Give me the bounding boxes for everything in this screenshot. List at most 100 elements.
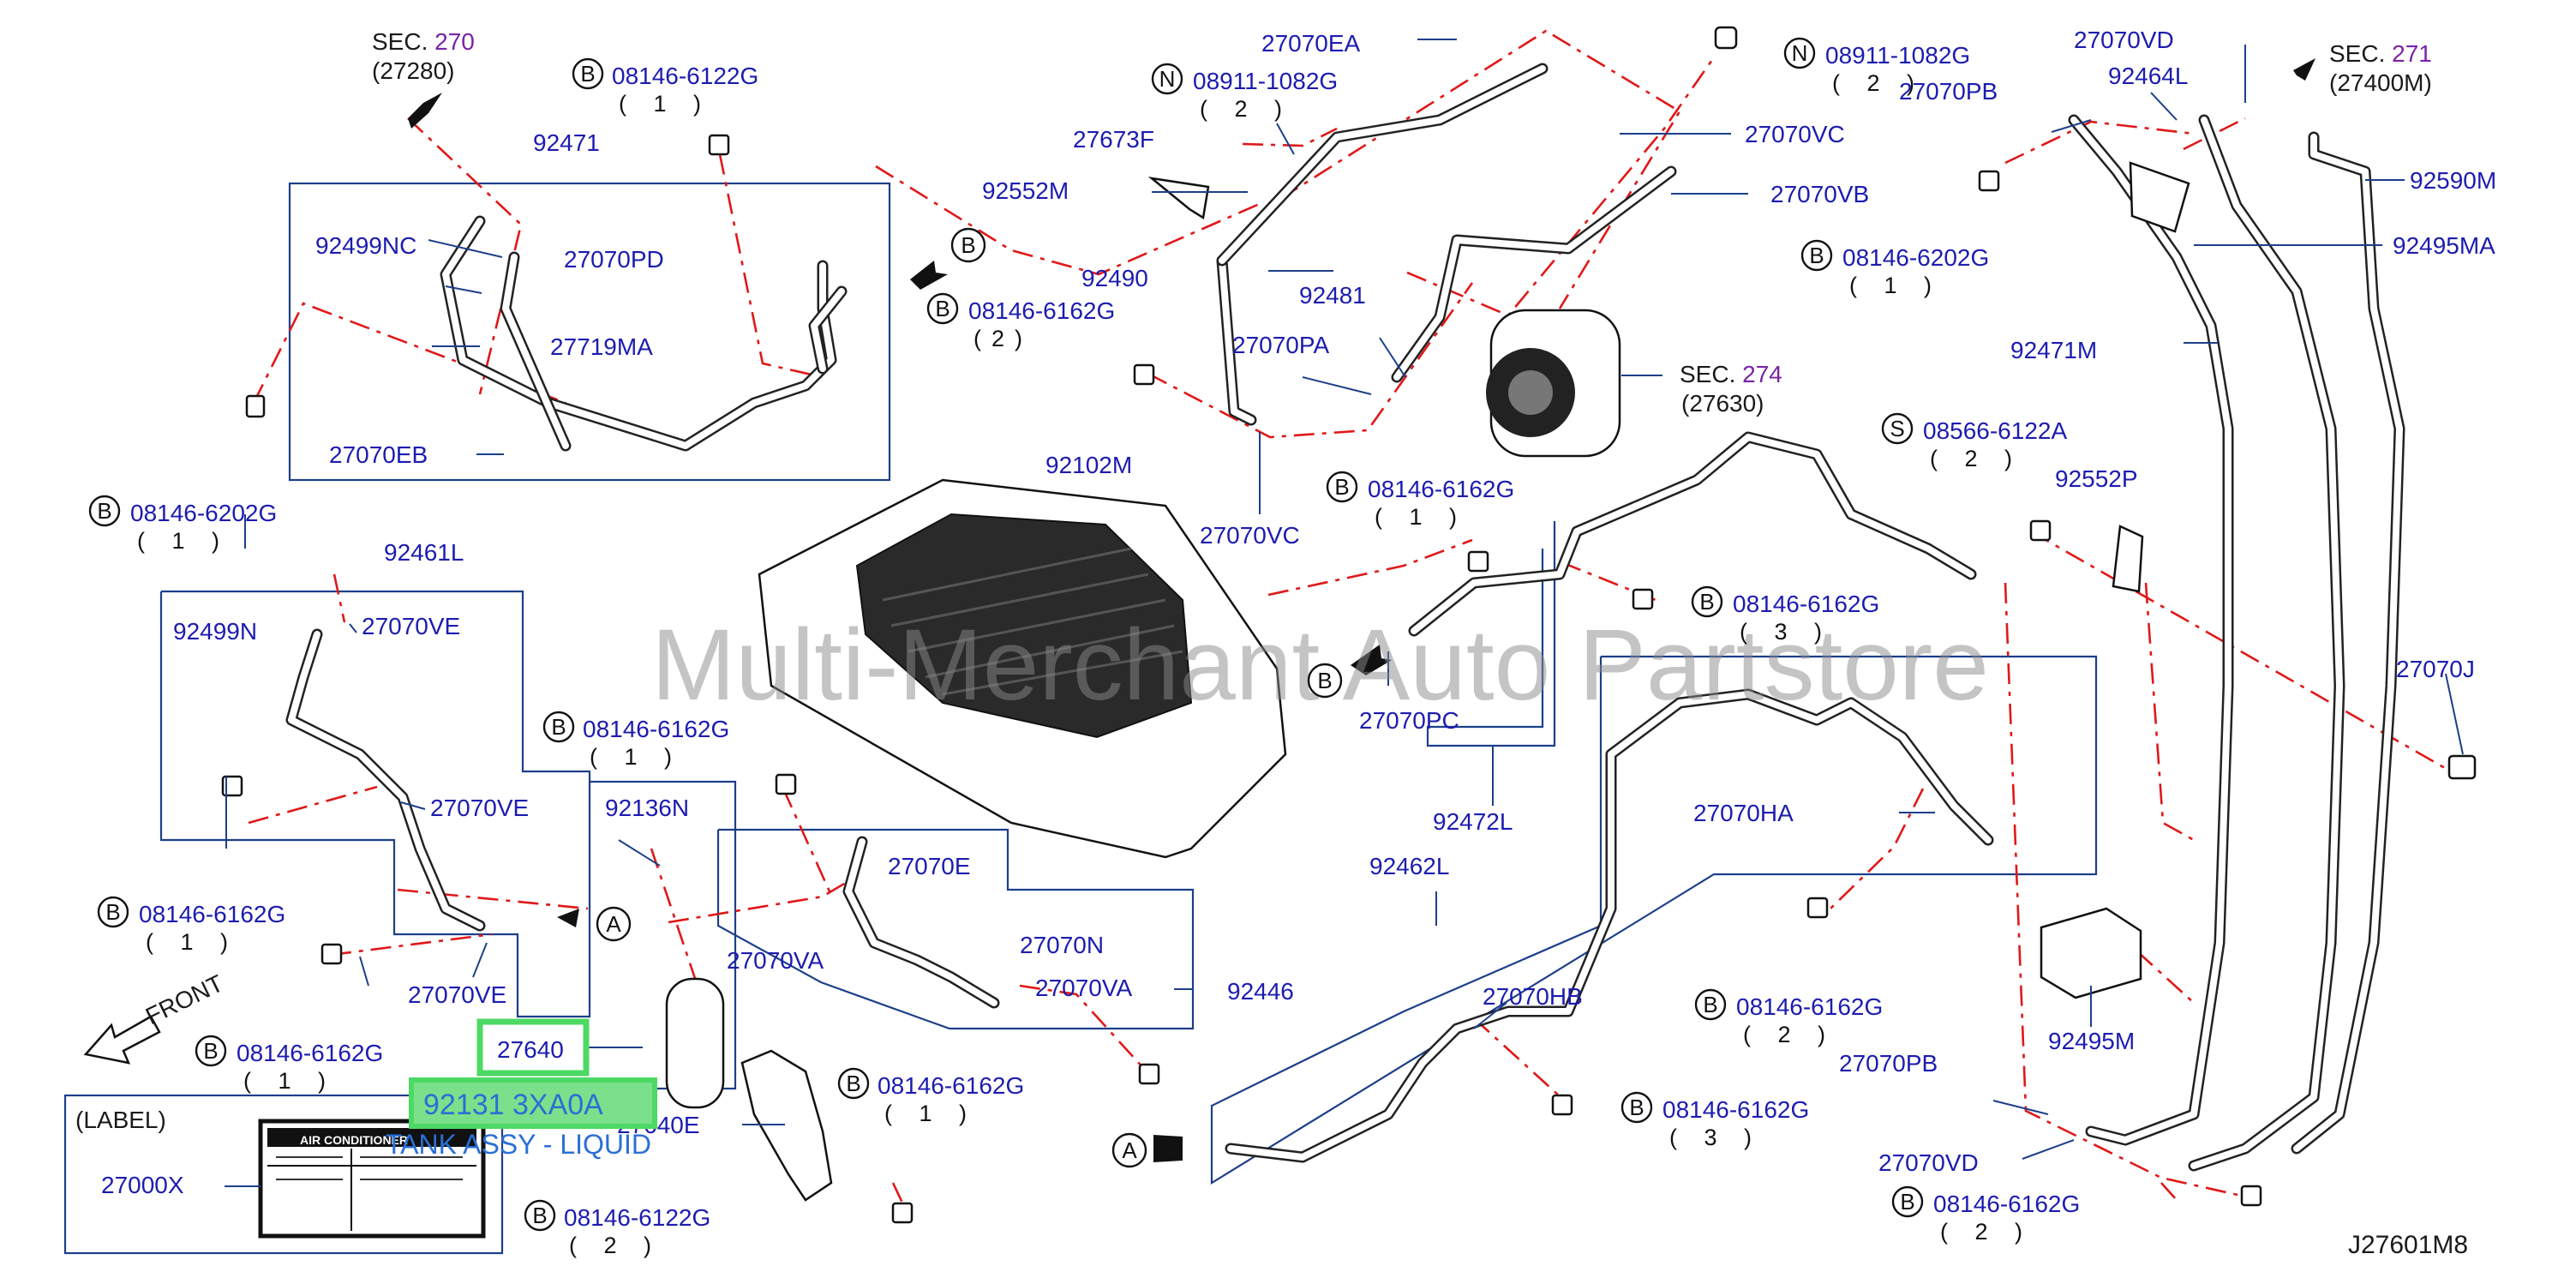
bracket-92552P — [2112, 525, 2144, 593]
bolt-callout-b9[interactable]: 08146-6162G(2) — [968, 297, 1115, 351]
part-27070VE-3[interactable]: 27070VE — [408, 981, 506, 1008]
part-27070VC-1[interactable]: 27070VC — [1745, 121, 1845, 147]
svg-text:N: N — [1792, 40, 1808, 66]
part-92590M[interactable]: 92590M — [2410, 167, 2496, 194]
bolt-callout-b15[interactable]: 08146-6162G( 2 ) — [1736, 993, 1883, 1047]
part-27070PA[interactable]: 27070PA — [1232, 332, 1329, 358]
part-92461L[interactable]: 92461L — [384, 539, 464, 566]
bolt-callout-b1[interactable]: 08146-6122G( 1 ) — [612, 63, 758, 117]
part-92499NC[interactable]: 92499NC — [315, 232, 416, 259]
part-27719MA[interactable]: 27719MA — [550, 333, 653, 360]
sec-274[interactable]: SEC. 274 (27630) — [1680, 361, 1782, 417]
bolt-callout-b4[interactable]: 08146-6162G( 1 ) — [139, 901, 285, 955]
svg-text:( 1 ): ( 1 ) — [590, 744, 682, 770]
part-92446[interactable]: 92446 — [1227, 978, 1294, 1005]
part-27070VE-2[interactable]: 27070VE — [430, 795, 529, 821]
bolt-callout-b2[interactable]: 08146-6202G( 1 ) — [130, 500, 277, 554]
part-92495MA[interactable]: 92495MA — [2393, 232, 2495, 259]
part-27070PD[interactable]: 27070PD — [564, 246, 664, 273]
clip-27070J — [2447, 754, 2477, 780]
part-27673F[interactable]: 27673F — [1073, 126, 1154, 153]
bolt-callout-b13[interactable]: 08146-6202G( 1 ) — [1842, 244, 1989, 298]
part-92136N[interactable]: 92136N — [605, 795, 689, 821]
part-27070HA[interactable]: 27070HA — [1693, 800, 1794, 826]
part-27070PC[interactable]: 27070PC — [1359, 707, 1459, 734]
sec-271-arrow — [2293, 58, 2315, 81]
part-27070VD-1[interactable]: 27070VD — [2074, 27, 2174, 53]
nut-callout-b12[interactable]: 08911-1082G( 2 ) — [1825, 42, 1970, 96]
insulator-92495M — [2040, 907, 2142, 999]
part-92102M[interactable]: 92102M — [1045, 452, 1132, 478]
part-27070VB[interactable]: 27070VB — [1770, 181, 1869, 207]
bolt-callout-b5[interactable]: 08146-6162G( 1 ) — [237, 1040, 383, 1094]
svg-text:B: B — [846, 1071, 860, 1096]
svg-text:( 2 ): ( 2 ) — [1743, 1022, 1836, 1047]
highlight-part-number: 27640 — [497, 1036, 564, 1063]
part-92462L[interactable]: 92462L — [1369, 853, 1449, 879]
part-92499N[interactable]: 92499N — [173, 618, 257, 645]
part-92552P[interactable]: 92552P — [2055, 465, 2138, 492]
part-27070VA-2[interactable]: 27070VA — [1035, 975, 1132, 1001]
part-27070EB[interactable]: 27070EB — [329, 441, 428, 468]
box-92462L — [1210, 655, 2098, 1185]
marker-b-bolt-15: B — [1694, 988, 1727, 1021]
screw-callout-b14[interactable]: 08566-6122A( 2 ) — [1923, 417, 2067, 471]
part-27070VC-2[interactable]: 27070VC — [1200, 522, 1300, 549]
part-92481[interactable]: 92481 — [1299, 282, 1366, 309]
svg-text:(2): (2) — [973, 326, 1033, 351]
part-92552M[interactable]: 92552M — [982, 177, 1069, 204]
label-box-title: (LABEL) — [75, 1107, 166, 1133]
part-27070HB[interactable]: 27070HB — [1483, 983, 1583, 1010]
svg-text:08911-1082G: 08911-1082G — [1193, 68, 1338, 94]
part-27000X[interactable]: 27000X — [101, 1172, 184, 1198]
part-92495M[interactable]: 92495M — [2048, 1028, 2135, 1054]
marker-a-pipe-start[interactable]: A — [1111, 1132, 1147, 1168]
leader-lines — [225, 39, 2464, 1187]
svg-text:08146-6162G: 08146-6162G — [1736, 993, 1883, 1020]
bolt-callout-b10[interactable]: 08146-6162G( 1 ) — [1368, 476, 1514, 530]
part-27070E[interactable]: 27070E — [888, 853, 971, 879]
part-27070VA-1[interactable]: 27070VA — [727, 947, 824, 974]
red-leaders — [248, 29, 2452, 1216]
part-27070PB-1[interactable]: 27070PB — [1899, 78, 1998, 105]
marker-b-bolt-6: B — [837, 1067, 870, 1100]
sec-271[interactable]: SEC. 271 (27400M) — [2329, 40, 2432, 96]
pipes — [285, 63, 2405, 1172]
bolt-callout-b6[interactable]: 08146-6162G( 1 ) — [878, 1072, 1024, 1126]
svg-text:08146-6122G: 08146-6122G — [564, 1204, 710, 1231]
box-92472L — [1426, 521, 1556, 747]
part-92464L[interactable]: 92464L — [2108, 63, 2188, 89]
marker-a-pipe-end[interactable]: A — [596, 906, 632, 942]
part-92471M[interactable]: 92471M — [2010, 337, 2097, 363]
highlight-part-27640[interactable]: 27640 — [476, 1018, 590, 1077]
marker-b-bolt-11: B — [1691, 585, 1723, 618]
part-27070VD-2[interactable]: 27070VD — [1878, 1149, 1979, 1176]
bolt-callout-b16[interactable]: 08146-6162G( 3 ) — [1662, 1096, 1809, 1150]
svg-text:A: A — [606, 911, 621, 937]
part-92490[interactable]: 92490 — [1081, 265, 1148, 291]
tank-bracket — [740, 1049, 833, 1202]
marker-b-pipe-end[interactable]: B — [950, 227, 986, 263]
svg-text:08911-1082G: 08911-1082G — [1825, 42, 1970, 69]
svg-text:08146-6162G: 08146-6162G — [139, 901, 285, 927]
nut-callout-b8[interactable]: 08911-1082G( 2 ) — [1193, 68, 1338, 122]
arrow-from-A-2 — [1153, 1135, 1183, 1162]
label-plate — [258, 1119, 486, 1239]
bolt-callout-b3[interactable]: 08146-6162G( 1 ) — [583, 716, 729, 770]
part-27070VE-1[interactable]: 27070VE — [362, 613, 460, 639]
marker-n-nut-12: N — [1783, 37, 1816, 69]
part-27070N[interactable]: 27070N — [1020, 932, 1104, 958]
highlight-code-box[interactable]: 92131 3XA0A — [409, 1077, 657, 1129]
box-92471 — [288, 182, 891, 482]
bolt-callout-b7[interactable]: 08146-6122G( 2 ) — [564, 1204, 710, 1258]
part-92472L[interactable]: 92472L — [1433, 808, 1513, 835]
part-27070J[interactable]: 27070J — [2396, 656, 2475, 682]
bolt-callout-b11[interactable]: 08146-6162G( 3 ) — [1733, 591, 1879, 645]
part-27070PB-2[interactable]: 27070PB — [1839, 1050, 1938, 1077]
sec-270[interactable]: SEC. 270 (27280) — [372, 28, 475, 84]
part-27070EA[interactable]: 27070EA — [1261, 30, 1361, 57]
part-92471[interactable]: 92471 — [533, 129, 600, 156]
marker-b-pipe-start[interactable]: B — [1307, 663, 1343, 699]
bolt-callout-b17[interactable]: 08146-6162G( 2 ) — [1933, 1191, 2080, 1245]
marker-b-bolt-4: B — [97, 896, 129, 928]
